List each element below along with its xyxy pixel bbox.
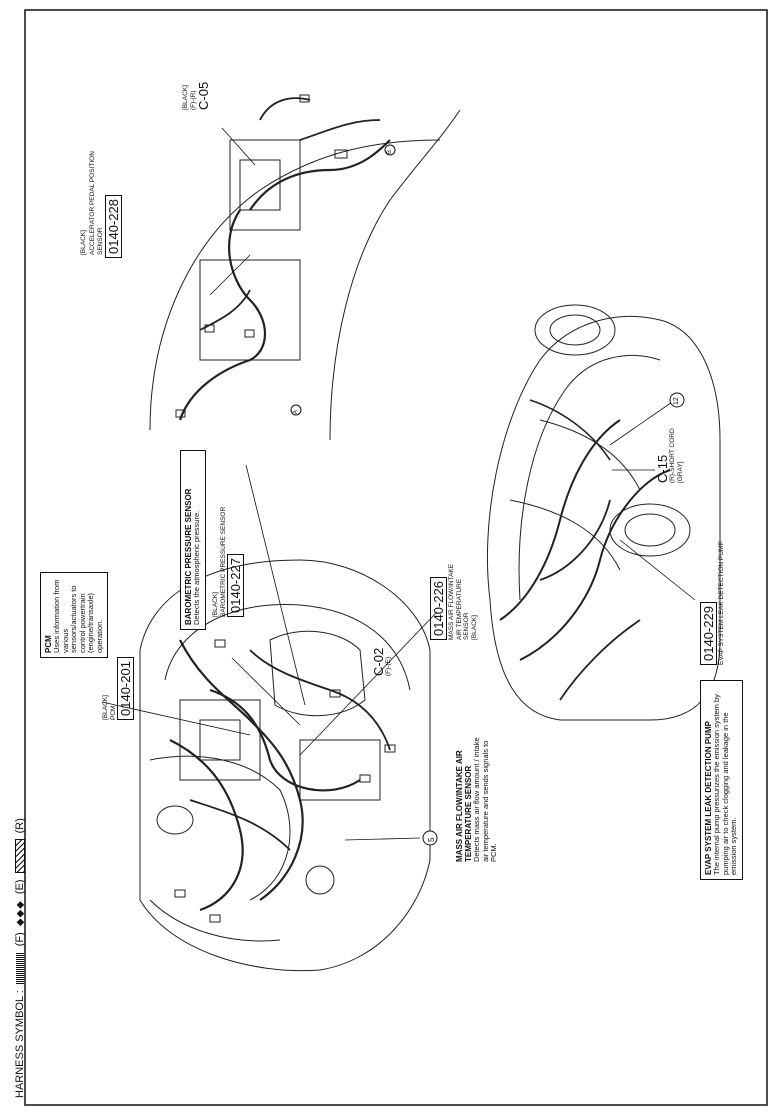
pcm-color: [BLACK] (102, 695, 109, 720)
pcm-description: Uses information from various sensors/ac… (52, 579, 104, 653)
maf-title: MASS AIR FLOW/INTAKE AIR TEMPERATURE SEN… (455, 750, 473, 862)
evap-name: EVAP SYSTEM LEAK DETECTION PUMP (718, 541, 725, 665)
marker-a-label: A (293, 409, 299, 414)
harness-e-label: (E) (14, 879, 26, 895)
c15-color: [GRAY] (676, 461, 684, 483)
engine-bay-illustration (139, 559, 431, 972)
pcm-connector-label: [BLACK] PCM 0140-201 (102, 657, 135, 720)
harness-r-pattern (15, 839, 25, 874)
harness-e-pattern: ◆◆◆ (14, 900, 26, 927)
marker-a (290, 404, 302, 416)
reference-markers (290, 144, 685, 846)
baro-code: 0140-227 (227, 554, 244, 617)
c15-id: C-15 (655, 454, 670, 483)
baro-description-box: BAROMETRIC PRESSURE SENSOR Detects the a… (180, 450, 206, 630)
app-name: ACCELERATOR PEDAL POSITION SENSOR (89, 151, 104, 255)
marker-12-label: 12 (673, 397, 680, 405)
maf-code: 0140-226 (430, 577, 447, 640)
pcm-code: 0140-201 (117, 657, 134, 720)
marker-b-label: B (387, 149, 393, 154)
marker-5-label: 5 (427, 837, 436, 842)
app-code-label: 0140-228 (105, 195, 123, 258)
dashboard-illustration (149, 94, 461, 441)
app-name-label: ACCELERATOR PEDAL POSITION SENSOR (89, 145, 104, 255)
leader-lines (101, 127, 696, 841)
maf-description-box: MASS AIR FLOW/INTAKE AIR TEMPERATURE SEN… (455, 727, 499, 862)
evap-description: The internal pump pressurizes the emissi… (712, 694, 738, 875)
c15-connector-label: C-15 (R)-SHORT CORD [GRAY] (655, 428, 684, 483)
pcm-description-box: PCM Uses information from various sensor… (40, 572, 108, 658)
app-connector-label: [BLACK] (80, 167, 88, 255)
evap-code: 0140-229 (700, 602, 717, 665)
maf-color: [BLACK] (470, 615, 478, 640)
app-code: 0140-228 (105, 195, 122, 258)
marker-5 (422, 830, 438, 846)
harness-symbol-legend: HARNESS SYMBOL : (F) ◆◆◆ (E) (R) (14, 818, 26, 1098)
c05-connector-label: [BLACK] (F)-(R) C-05 (182, 81, 211, 110)
maf-connector-label: 0140-226 MASS AIR FLOW/INTAKE AIR TEMPER… (430, 554, 478, 640)
harness-symbol-label: HARNESS SYMBOL : (14, 990, 26, 1098)
app-color: [BLACK] (80, 230, 87, 255)
pcm-name: PCM (109, 705, 117, 720)
c05-id: C-05 (196, 81, 211, 110)
harness-r-label: (R) (14, 818, 26, 834)
maf-name: MASS AIR FLOW/INTAKE AIR TEMPERATURE SEN… (448, 563, 470, 640)
harness-f-pattern (16, 952, 24, 985)
baro-color: [BLACK] (212, 592, 219, 617)
c05-color: [BLACK] (182, 85, 189, 110)
evap-connector-label: 0140-229 EVAP SYSTEM LEAK DETECTION PUMP (700, 541, 726, 665)
marker-b (384, 144, 396, 156)
c02-connector-label: C-02 (F)-(E) (371, 647, 393, 676)
harness-f-label: (F) (14, 932, 26, 947)
baro-description: Detects the atmospheric pressure. (192, 510, 201, 625)
vehicle-body-illustration (486, 304, 721, 721)
c15-sub: (R)-SHORT CORD (669, 428, 676, 483)
c02-sub: (F)-(E) (385, 656, 392, 676)
evap-description-box: EVAP SYSTEM LEAK DETECTION PUMP The inte… (700, 680, 743, 880)
c02-id: C-02 (371, 647, 386, 676)
marker-12 (669, 392, 685, 408)
page-border (24, 9, 768, 1106)
baro-name: BAROMETRIC PRESSURE SENSOR (219, 506, 227, 617)
baro-connector-label: [BLACK] BAROMETRIC PRESSURE SENSOR 0140-… (212, 507, 245, 617)
maf-description: Detects mass air flow amount / intake ai… (472, 737, 498, 862)
